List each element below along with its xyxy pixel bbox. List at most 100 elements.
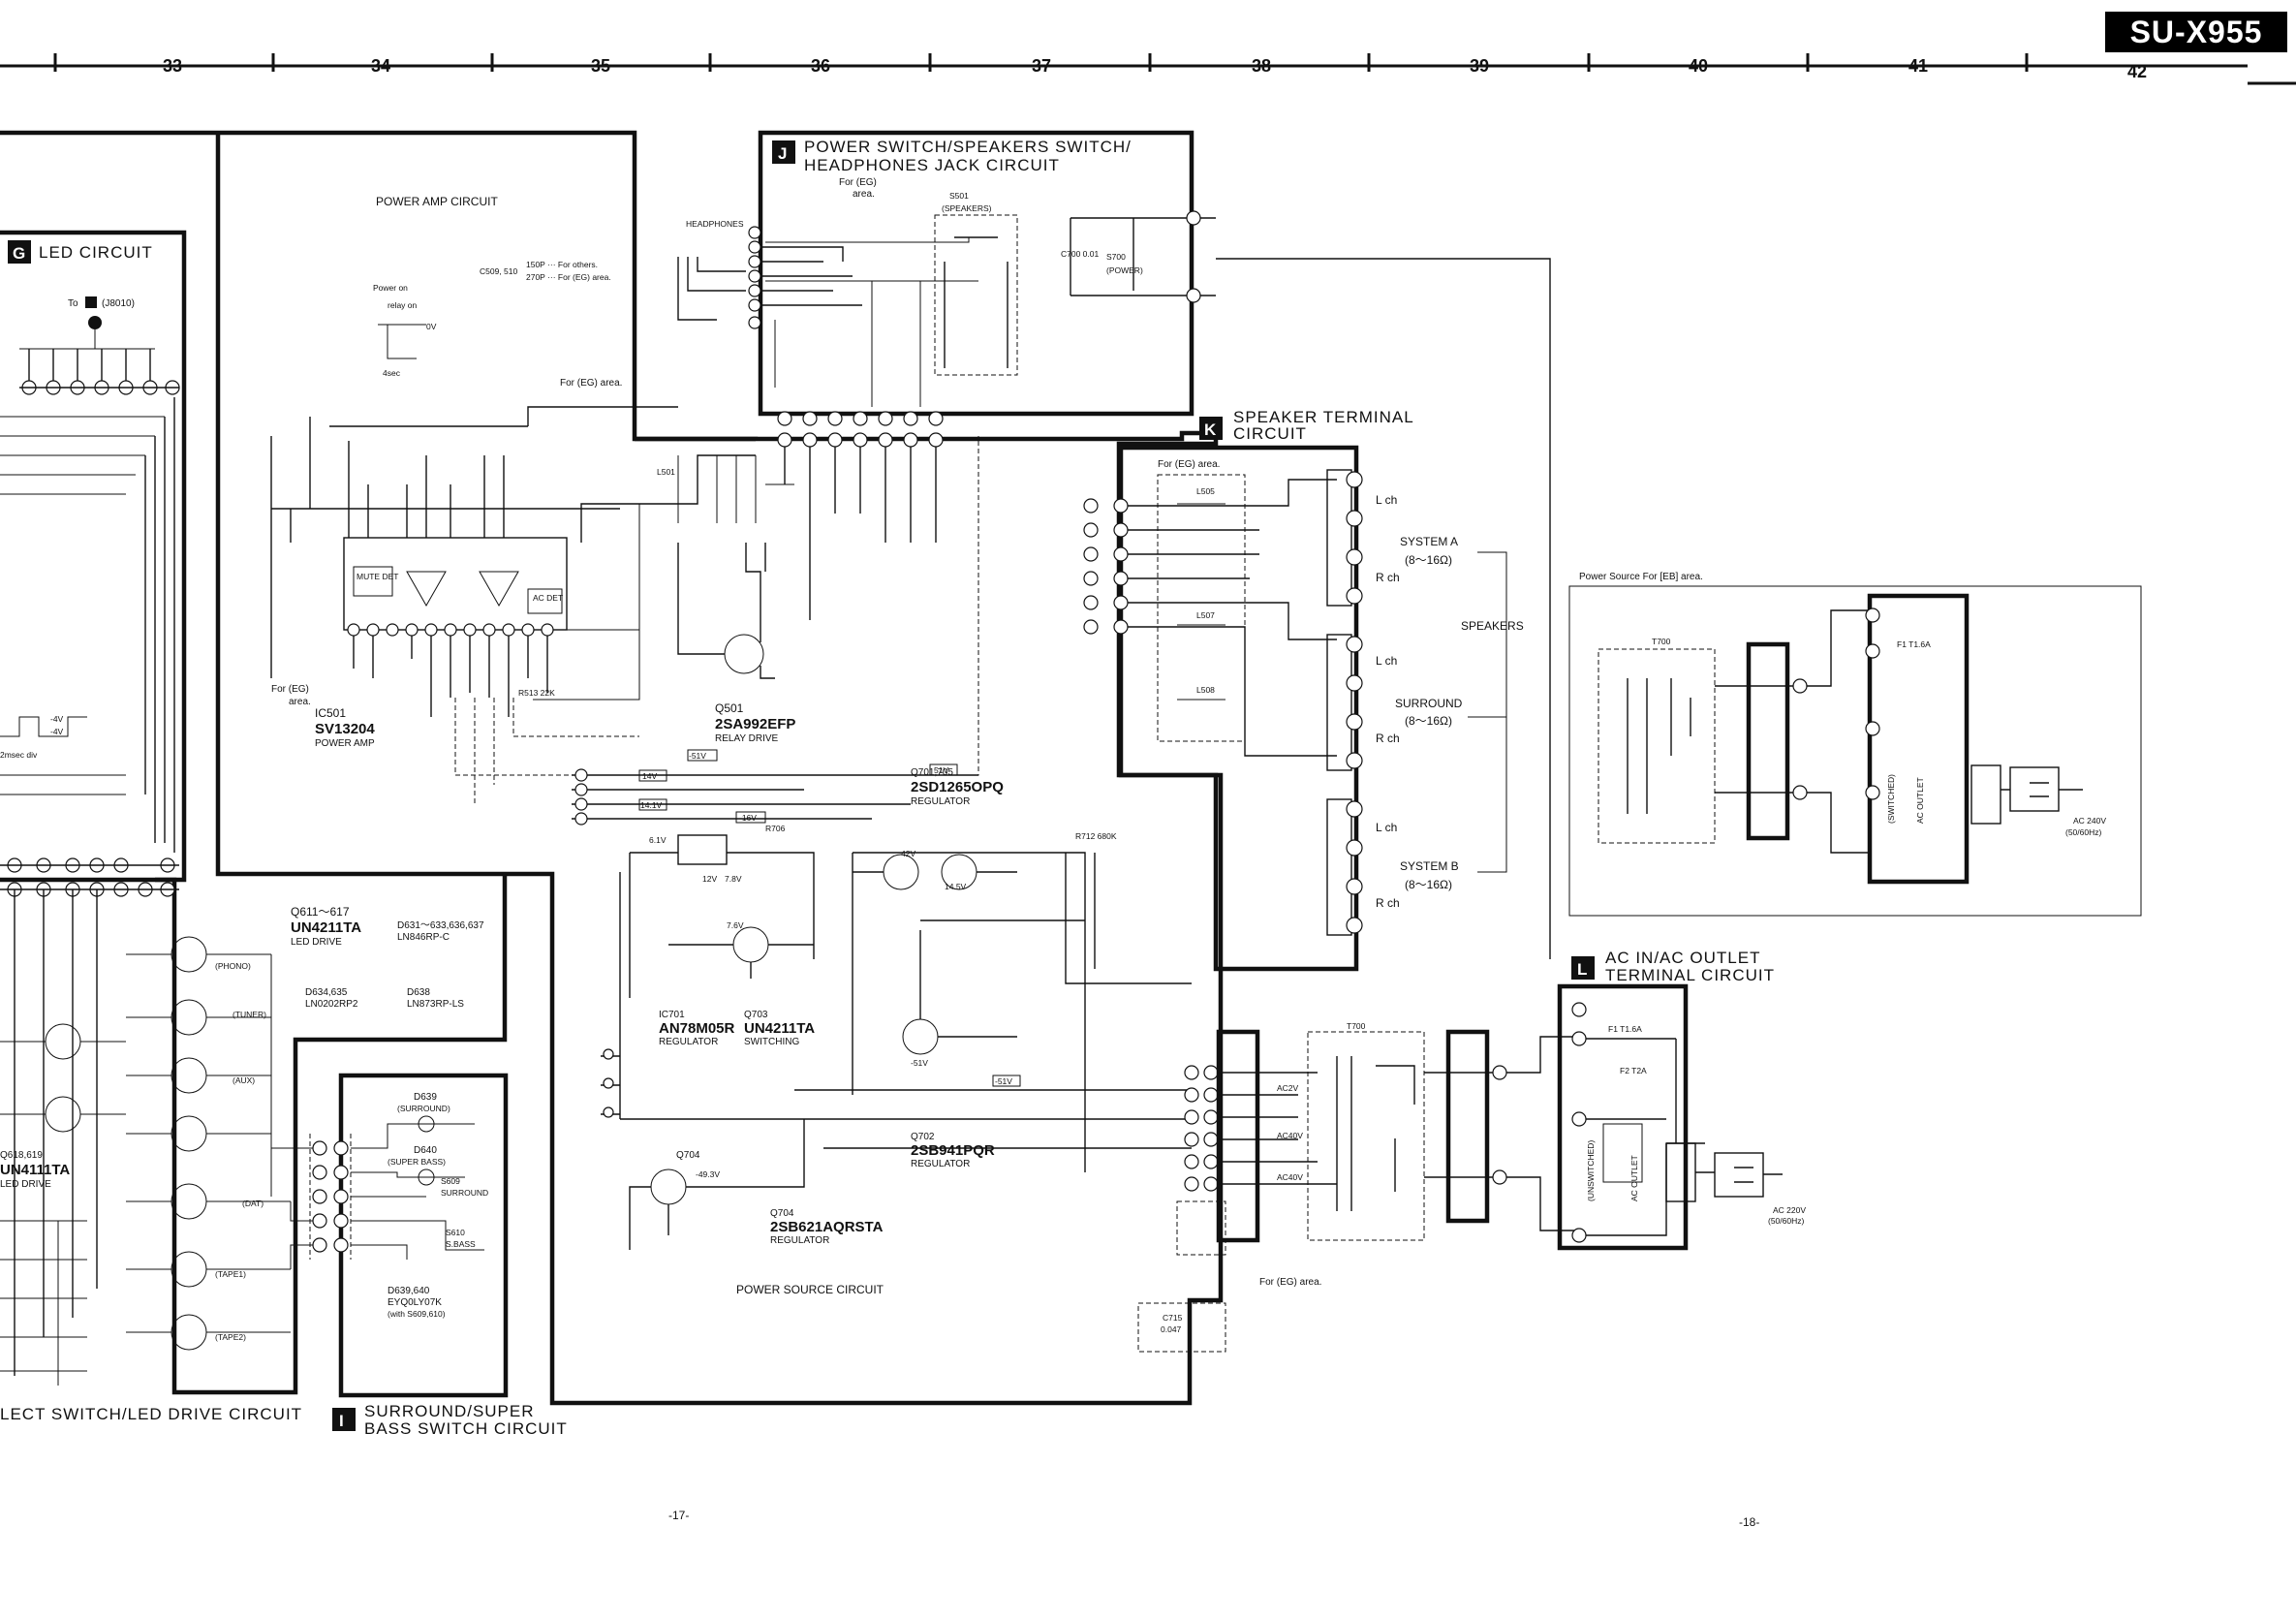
surround-super-bass-circuit: D639 (SURROUND) D640 (SUPER BASS) S609 S… <box>351 1092 488 1319</box>
model-badge: SU-X955 <box>2105 12 2287 52</box>
ruler-34: 34 <box>371 56 390 76</box>
svg-text:T700: T700 <box>1347 1021 1366 1031</box>
svg-text:For (EG) area.: For (EG) area. <box>1158 459 1220 470</box>
svg-text:SURROUND/SUPER: SURROUND/SUPER <box>364 1402 535 1420</box>
svg-text:(with S609,610): (with S609,610) <box>388 1309 446 1319</box>
svg-text:R513 22K: R513 22K <box>518 688 555 698</box>
svg-text:AC IN/AC OUTLET: AC IN/AC OUTLET <box>1605 949 1760 967</box>
svg-text:-51V: -51V <box>995 1076 1012 1086</box>
svg-text:(PHONO): (PHONO) <box>215 961 251 971</box>
svg-text:AC40V: AC40V <box>1277 1131 1303 1140</box>
svg-text:IC501: IC501 <box>315 706 346 720</box>
svg-text:J: J <box>778 144 787 163</box>
svg-text:C509, 510: C509, 510 <box>480 266 517 276</box>
svg-text:(SURROUND): (SURROUND) <box>397 1104 450 1113</box>
block-outlines <box>0 130 1689 1406</box>
svg-text:AC 240V: AC 240V <box>2073 816 2106 826</box>
svg-text:SWITCHING: SWITCHING <box>744 1037 799 1047</box>
svg-text:EYQ0LY07K: EYQ0LY07K <box>388 1297 442 1308</box>
svg-text:42V: 42V <box>901 849 915 858</box>
svg-text:4sec: 4sec <box>383 368 401 378</box>
svg-text:AC DET: AC DET <box>533 593 563 603</box>
svg-text:(8～16Ω): (8～16Ω) <box>1405 553 1452 567</box>
svg-text:relay on: relay on <box>388 300 418 310</box>
svg-text:C715: C715 <box>1163 1313 1183 1323</box>
svg-text:F1 T1.6A: F1 T1.6A <box>1608 1024 1642 1034</box>
svg-text:D640: D640 <box>414 1145 437 1156</box>
svg-text:(SWITCHED): (SWITCHED) <box>1886 774 1896 824</box>
svg-text:POWER SWITCH/SPEAKERS SWITCH/: POWER SWITCH/SPEAKERS SWITCH/ <box>804 138 1132 156</box>
svg-text:L507: L507 <box>1196 610 1215 620</box>
svg-text:F2 T2A: F2 T2A <box>1620 1066 1647 1075</box>
svg-text:CIRCUIT: CIRCUIT <box>1233 424 1307 443</box>
ruler-40: 40 <box>1689 56 1708 76</box>
page-number-right: -18- <box>1739 1515 1759 1529</box>
svg-text:R706: R706 <box>765 824 786 833</box>
svg-text:(DAT): (DAT) <box>242 1199 264 1208</box>
svg-text:SPEAKERS: SPEAKERS <box>1461 619 1524 633</box>
svg-text:(50/60Hz): (50/60Hz) <box>1768 1216 1804 1226</box>
svg-text:D634,635: D634,635 <box>305 987 348 998</box>
svg-text:LN0202RP2: LN0202RP2 <box>305 999 358 1010</box>
ruler-41: 41 <box>1908 56 1928 76</box>
svg-text:MUTE DET: MUTE DET <box>357 572 398 581</box>
svg-text:-51V: -51V <box>911 1058 928 1068</box>
svg-text:REGULATOR: REGULATOR <box>770 1235 829 1246</box>
svg-text:D639,640: D639,640 <box>388 1286 430 1296</box>
svg-text:Power on: Power on <box>373 283 408 293</box>
column-ruler: 33 34 35 36 37 38 39 40 41 42 <box>0 53 2296 85</box>
speaker-terminal-circuit: For (EG) area. L505 L507 L508 L ch R <box>1083 459 1524 936</box>
svg-text:AC2V: AC2V <box>1277 1083 1299 1093</box>
svg-text:S.BASS: S.BASS <box>446 1239 476 1249</box>
svg-text:(8～16Ω): (8～16Ω) <box>1405 714 1452 728</box>
svg-text:I: I <box>339 1412 344 1430</box>
svg-text:SPEAKER TERMINAL: SPEAKER TERMINAL <box>1233 408 1414 426</box>
svg-text:150P ··· For others.: 150P ··· For others. <box>526 260 598 269</box>
svg-text:Q611～617: Q611～617 <box>291 905 350 919</box>
svg-text:L: L <box>1577 960 1587 979</box>
svg-text:LED DRIVE: LED DRIVE <box>0 1179 51 1190</box>
ruler-36: 36 <box>811 56 830 76</box>
svg-text:(50/60Hz): (50/60Hz) <box>2065 827 2101 837</box>
power-amp-circuit-label: POWER AMP CIRCUIT <box>376 195 498 208</box>
ac-in-outlet-circuit: F1 T1.6A F2 T2A (UNSWITCHED) AC OUTLET A… <box>1571 1002 1806 1243</box>
svg-text:L505: L505 <box>1196 486 1215 496</box>
svg-text:For (EG): For (EG) <box>271 684 309 695</box>
svg-text:UN4211TA: UN4211TA <box>744 1020 815 1037</box>
svg-text:LED DRIVE: LED DRIVE <box>291 937 342 948</box>
svg-text:7.6V: 7.6V <box>727 920 744 930</box>
svg-text:AC OUTLET: AC OUTLET <box>1629 1155 1639 1201</box>
svg-text:(TUNER): (TUNER) <box>233 1010 266 1019</box>
svg-text:14.1V: 14.1V <box>640 800 663 810</box>
svg-text:(UNSWITCHED): (UNSWITCHED) <box>1586 1140 1596 1201</box>
svg-text:IC701: IC701 <box>659 1010 685 1020</box>
svg-text:L ch: L ch <box>1376 654 1397 668</box>
svg-text:(J8010): (J8010) <box>102 298 135 309</box>
svg-text:REGULATOR: REGULATOR <box>659 1037 718 1047</box>
svg-text:L508: L508 <box>1196 685 1215 695</box>
svg-text:SURROUND: SURROUND <box>441 1188 488 1198</box>
svg-text:LN846RP-C: LN846RP-C <box>397 932 450 943</box>
svg-text:REGULATOR: REGULATOR <box>911 796 970 807</box>
eb-area-power-source: Power Source For [EB] area. T700 F1 T1.6… <box>1568 572 2142 917</box>
svg-text:T700: T700 <box>1652 637 1671 646</box>
svg-text:area.: area. <box>853 189 875 200</box>
svg-text:AN78M05R: AN78M05R <box>659 1020 735 1037</box>
svg-text:Q703: Q703 <box>744 1010 768 1020</box>
svg-text:2SB621AQRSTA: 2SB621AQRSTA <box>770 1219 884 1235</box>
svg-text:area.: area. <box>289 697 311 707</box>
svg-text:(SUPER BASS): (SUPER BASS) <box>388 1157 446 1167</box>
svg-text:7.8V: 7.8V <box>725 874 742 884</box>
svg-text:LED CIRCUIT: LED CIRCUIT <box>39 243 153 262</box>
svg-text:For (EG) area.: For (EG) area. <box>560 378 622 389</box>
svg-text:D631～633,636,637: D631～633,636,637 <box>397 920 484 931</box>
svg-text:HEADPHONES JACK CIRCUIT: HEADPHONES JACK CIRCUIT <box>804 156 1060 174</box>
svg-text:R ch: R ch <box>1376 896 1400 910</box>
svg-text:2SD1265OPQ: 2SD1265OPQ <box>911 779 1004 795</box>
ruler-37: 37 <box>1032 56 1051 76</box>
svg-text:(TAPE2): (TAPE2) <box>215 1332 246 1342</box>
power-source-circuit-label: POWER SOURCE CIRCUIT <box>736 1283 884 1296</box>
svg-text:S700: S700 <box>1106 252 1126 262</box>
svg-text:51V: 51V <box>934 765 948 775</box>
